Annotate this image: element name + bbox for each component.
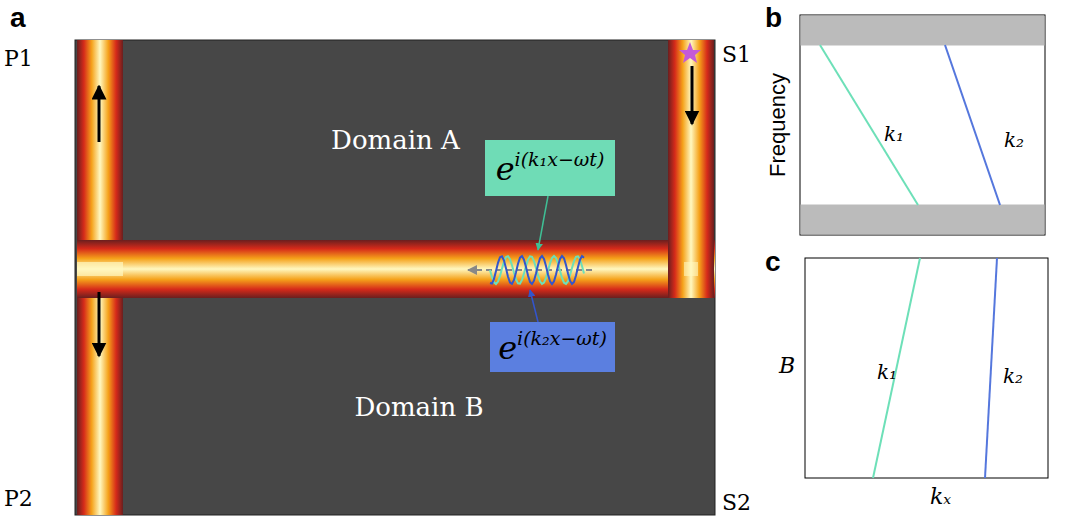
axis-label: Frequency	[767, 73, 789, 177]
panel-letter: a	[10, 4, 26, 32]
curve-label: k₁	[877, 362, 897, 382]
domain-region: Domain B	[123, 298, 715, 515]
mode-equation-box: ei(k₂x−ωt)	[490, 322, 615, 372]
port-name: S2	[722, 492, 751, 514]
curve-label: k₁	[884, 124, 904, 144]
equation-exponent: i(k₂x−ωt)	[517, 327, 607, 349]
panel-letter: c	[765, 248, 781, 276]
port-name: P1	[4, 48, 33, 70]
equation-base: e	[496, 150, 515, 188]
domain-name: Domain A	[331, 125, 460, 155]
port-name: S1	[722, 44, 751, 66]
equation-base: e	[498, 329, 517, 367]
axis-label: B	[779, 355, 795, 377]
equation-exponent: i(k₁x−ωt)	[515, 148, 605, 170]
curve-label: k₂	[1003, 366, 1023, 386]
curve-label: k₂	[1004, 130, 1024, 150]
panel-letter: b	[765, 4, 782, 32]
port-name: P2	[4, 488, 33, 510]
domain-name: Domain B	[354, 392, 483, 422]
mode-equation-box: ei(k₁x−ωt)	[485, 140, 615, 196]
axis-label: kₓ	[930, 486, 951, 508]
